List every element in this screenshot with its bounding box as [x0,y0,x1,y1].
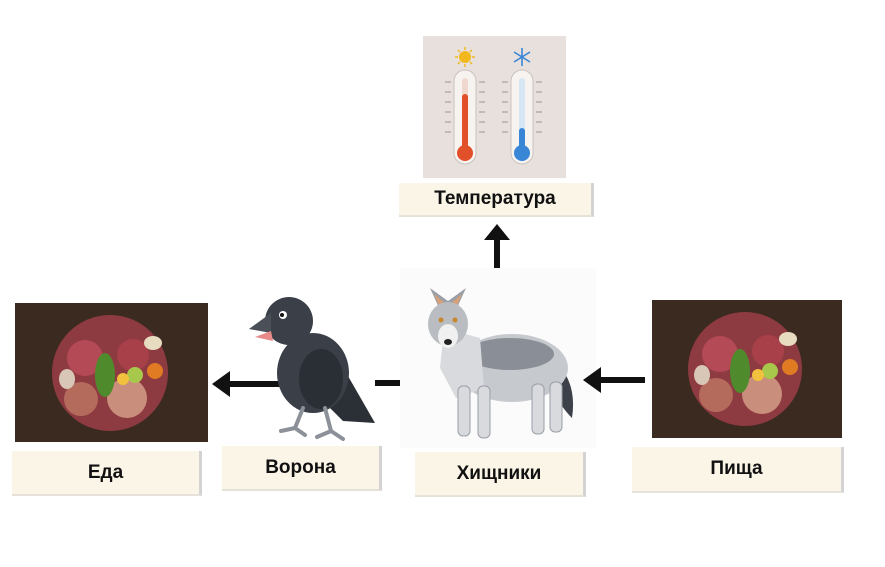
food-plate-image-right [652,300,842,438]
arrow-left-to-predators [583,367,645,393]
label-food-right: Пища [632,447,844,493]
label-temperature: Температура [399,183,594,217]
hot-thermometer [445,69,485,165]
food-plate-image-left [15,303,208,442]
arrow-up [484,224,510,268]
wolf-illustration [400,268,596,448]
label-crow: Ворона [222,446,382,491]
crow-illustration [243,283,378,443]
snowflake-icon [513,48,531,66]
arrow-left-to-food [212,371,280,397]
sun-icon [455,47,475,67]
label-predators: Хищники [415,452,586,497]
cold-thermometer [502,69,542,165]
label-food-left: Еда [12,451,202,496]
thermometers-image [423,36,566,178]
